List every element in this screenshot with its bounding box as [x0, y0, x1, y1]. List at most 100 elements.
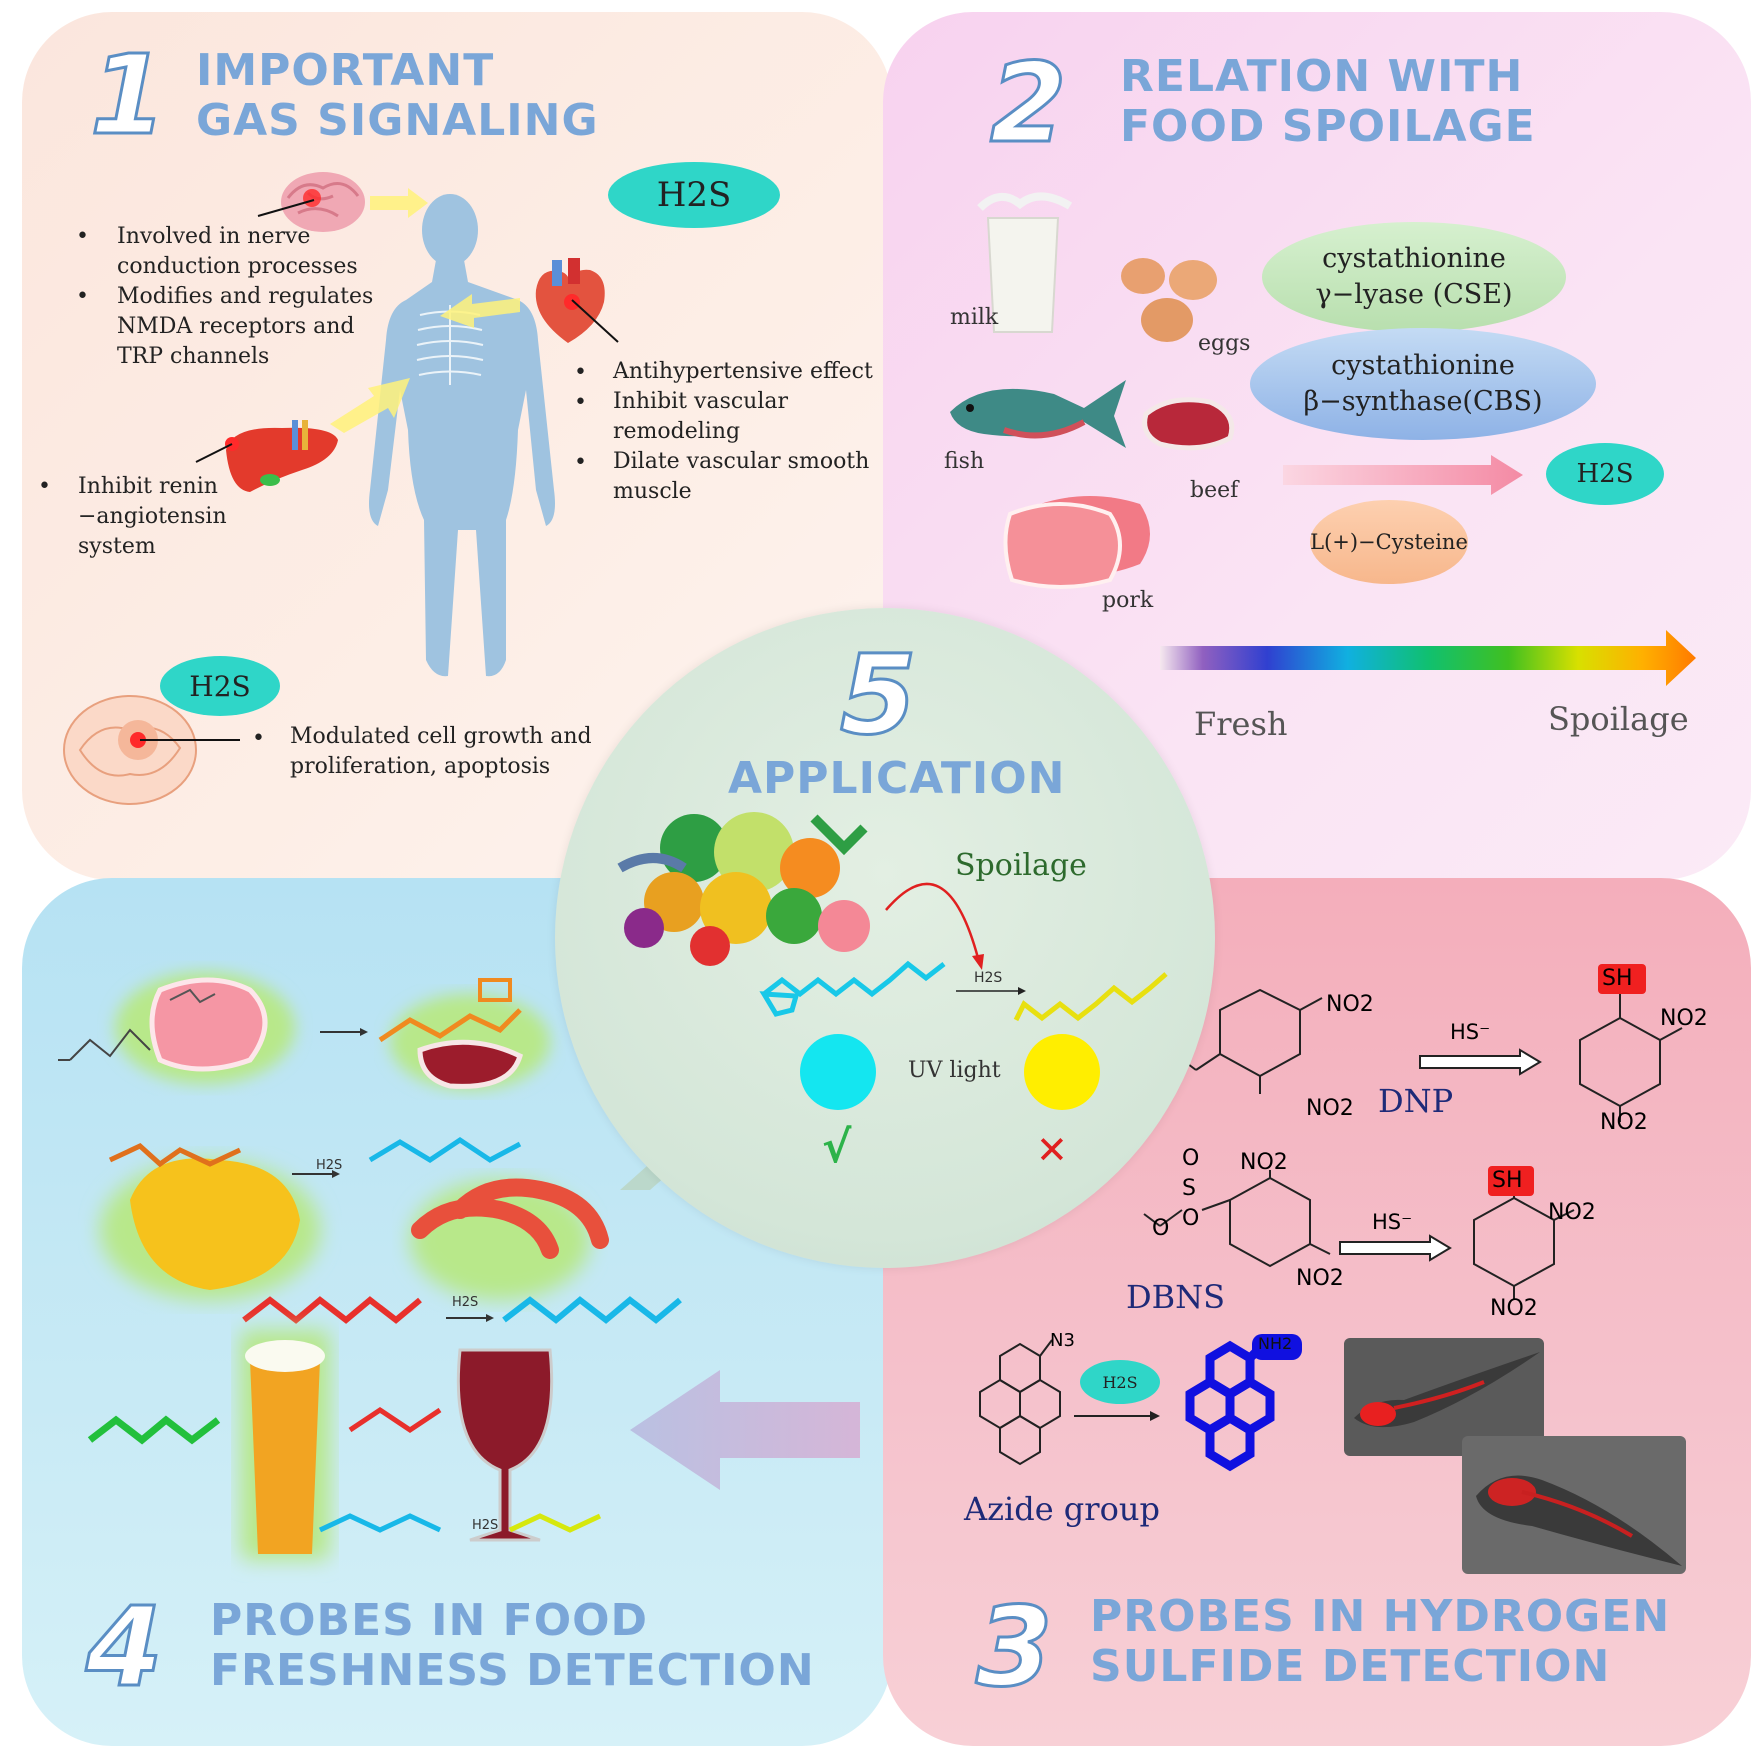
- food-label-milk: milk: [950, 305, 999, 330]
- bullet: •: [76, 224, 89, 249]
- brain-pointer-line: [257, 199, 315, 217]
- panel-5-number: 5: [839, 631, 919, 759]
- heart-pointer-line: [571, 299, 619, 343]
- cross-icon: ✕: [1036, 1128, 1068, 1172]
- dnp-reagent: HS⁻: [1450, 1020, 1491, 1044]
- cell-text-line: proliferation, apoptosis: [290, 754, 551, 779]
- product-molecule-yellow: [1013, 972, 1168, 1022]
- liver-text-line: system: [78, 534, 156, 559]
- uv-light-label: UV light: [908, 1058, 1001, 1083]
- azide-reaction-arrow: [1074, 1411, 1160, 1421]
- panel-2-title-line2: FOOD SPOILAGE: [1120, 101, 1536, 152]
- liver-icon: [225, 420, 338, 492]
- panel-3-number: 3: [975, 1583, 1055, 1711]
- heart-function-text: Antihypertensive effect Inhibit vascular…: [613, 357, 873, 507]
- h2s-badge-spoilage: H2S: [1546, 443, 1664, 505]
- eggs-icon: [1121, 258, 1217, 342]
- liver-pointer-line: [195, 443, 233, 463]
- dbns-oxygen-top: O: [1182, 1146, 1200, 1171]
- bullet: •: [574, 390, 587, 415]
- food-label-eggs: eggs: [1198, 331, 1251, 356]
- panel-5-title: APPLICATION: [728, 753, 1066, 804]
- cell-pointer-line: [140, 739, 240, 741]
- check-icon: √: [822, 1122, 852, 1173]
- enzyme-cse: cystathionine γ−lyase (CSE): [1262, 222, 1566, 332]
- zebrafish-image-1: [1344, 1338, 1544, 1456]
- panel-4-title-line2: FRESHNESS DETECTION: [210, 1645, 815, 1696]
- panel-4-title-line1: PROBES IN FOOD: [210, 1595, 649, 1646]
- panel-2-title: RELATION WITH FOOD SPOILAGE: [1120, 52, 1536, 152]
- spoilage-red-arrow: [885, 882, 984, 970]
- bullet: •: [76, 284, 89, 309]
- h2s-arrow-label-center: H2S: [974, 970, 1003, 986]
- zebrafish-image-2: [1462, 1436, 1686, 1574]
- dbns-oxygen-ester: O: [1152, 1216, 1170, 1241]
- bullet: •: [574, 360, 587, 385]
- dbns-product-no2-top: NO2: [1548, 1200, 1596, 1225]
- gradient-label-fresh: Fresh: [1194, 705, 1288, 743]
- dnp-no2-top: NO2: [1326, 992, 1374, 1017]
- h2s-arrow-label: H2S: [452, 1295, 479, 1310]
- heart-icon: [535, 258, 605, 343]
- food-label-pork: pork: [1102, 588, 1154, 613]
- dbns-no2-bottom: NO2: [1296, 1266, 1344, 1291]
- dnp-product-structure: [1579, 994, 1683, 1122]
- dbns-sulfur: S: [1182, 1176, 1196, 1201]
- panel-2-title-line1: RELATION WITH: [1120, 51, 1524, 102]
- enzyme-cbs: cystathionine β−synthase(CBS): [1250, 328, 1596, 440]
- h2s-badge-cell: H2S: [160, 656, 280, 716]
- cell-text-line: Modulated cell growth and: [290, 724, 592, 749]
- meat-probe-illustration: [58, 972, 550, 1090]
- dbns-oxygen-bottom: O: [1182, 1206, 1200, 1231]
- chicken-shrimp-probe-illustration: [100, 1136, 609, 1300]
- substrate-cysteine: L(+)−Cysteine: [1310, 500, 1468, 584]
- heart-text-line: Dilate vascular smooth: [613, 449, 870, 474]
- dbns-structure: [1143, 1170, 1331, 1268]
- cell-function-text: Modulated cell growth and proliferation,…: [290, 722, 592, 782]
- dbns-product-no2-bottom: NO2: [1490, 1296, 1538, 1321]
- fish-icon: [950, 380, 1126, 448]
- enzyme-cbs-line1: cystathionine: [1331, 350, 1515, 381]
- panel-3-title-line2: SULFIDE DETECTION: [1090, 1641, 1611, 1692]
- beer-wine-probe-illustration: [87, 1330, 602, 1560]
- sh-highlight: [1598, 964, 1646, 994]
- arrow-heart-to-body: [440, 294, 520, 328]
- arrow-panel3-to-panel4: [630, 1370, 860, 1490]
- dnp-product-no2-bottom: NO2: [1600, 1110, 1648, 1135]
- dbns-reagent: HS⁻: [1372, 1210, 1413, 1234]
- dbns-no2-top: NO2: [1240, 1150, 1288, 1175]
- dbns-label: DBNS: [1126, 1278, 1226, 1316]
- food-label-beef: beef: [1190, 478, 1239, 503]
- arrow-liver-to-body: [330, 378, 410, 433]
- brain-function-text: Involved in nerve conduction processes M…: [117, 222, 373, 372]
- dnp-product-no2-top: NO2: [1660, 1006, 1708, 1031]
- dbns-product-structure: [1473, 1184, 1575, 1300]
- milk-glass-icon: [977, 192, 1073, 333]
- liver-function-text: Inhibit renin −angiotensin system: [78, 472, 227, 562]
- sh-highlight: [1488, 1166, 1534, 1196]
- brain-text-line: TRP channels: [117, 344, 270, 369]
- nh2-highlight: [1252, 1334, 1302, 1360]
- yellow-fluorescence-circle: [1024, 1034, 1100, 1110]
- heart-text-line: muscle: [613, 479, 692, 504]
- dnp-product-sh: SH: [1602, 966, 1633, 991]
- bullet: •: [574, 450, 587, 475]
- application-circle: [555, 608, 1215, 1268]
- panel-4-title: PROBES IN FOOD FRESHNESS DETECTION: [210, 1596, 815, 1696]
- spoilage-label: Spoilage: [955, 848, 1087, 883]
- enzyme-cbs-line2: β−synthase(CBS): [1303, 386, 1543, 417]
- panel-1-number: 1: [89, 31, 169, 159]
- freshness-gradient-arrow: [1160, 630, 1696, 686]
- enzyme-cse-line2: γ−lyase (CSE): [1315, 279, 1513, 310]
- panel-2-number: 2: [989, 39, 1069, 167]
- h2s-arrow-label: H2S: [316, 1158, 343, 1173]
- dnp-reaction-arrow: [1419, 1048, 1542, 1076]
- h2s-arrow-label: H2S: [472, 1518, 499, 1533]
- arrow-brain-to-body: [370, 188, 428, 218]
- azide-label: Azide group: [964, 1490, 1160, 1528]
- h2s-badge-azide: H2S: [1080, 1360, 1160, 1404]
- azide-n3: N3: [1050, 1330, 1075, 1351]
- red-cyan-probe-illustration: [242, 1296, 682, 1324]
- dbns-reaction-arrow: [1339, 1234, 1452, 1262]
- probe-molecule-cyan: [759, 960, 946, 1017]
